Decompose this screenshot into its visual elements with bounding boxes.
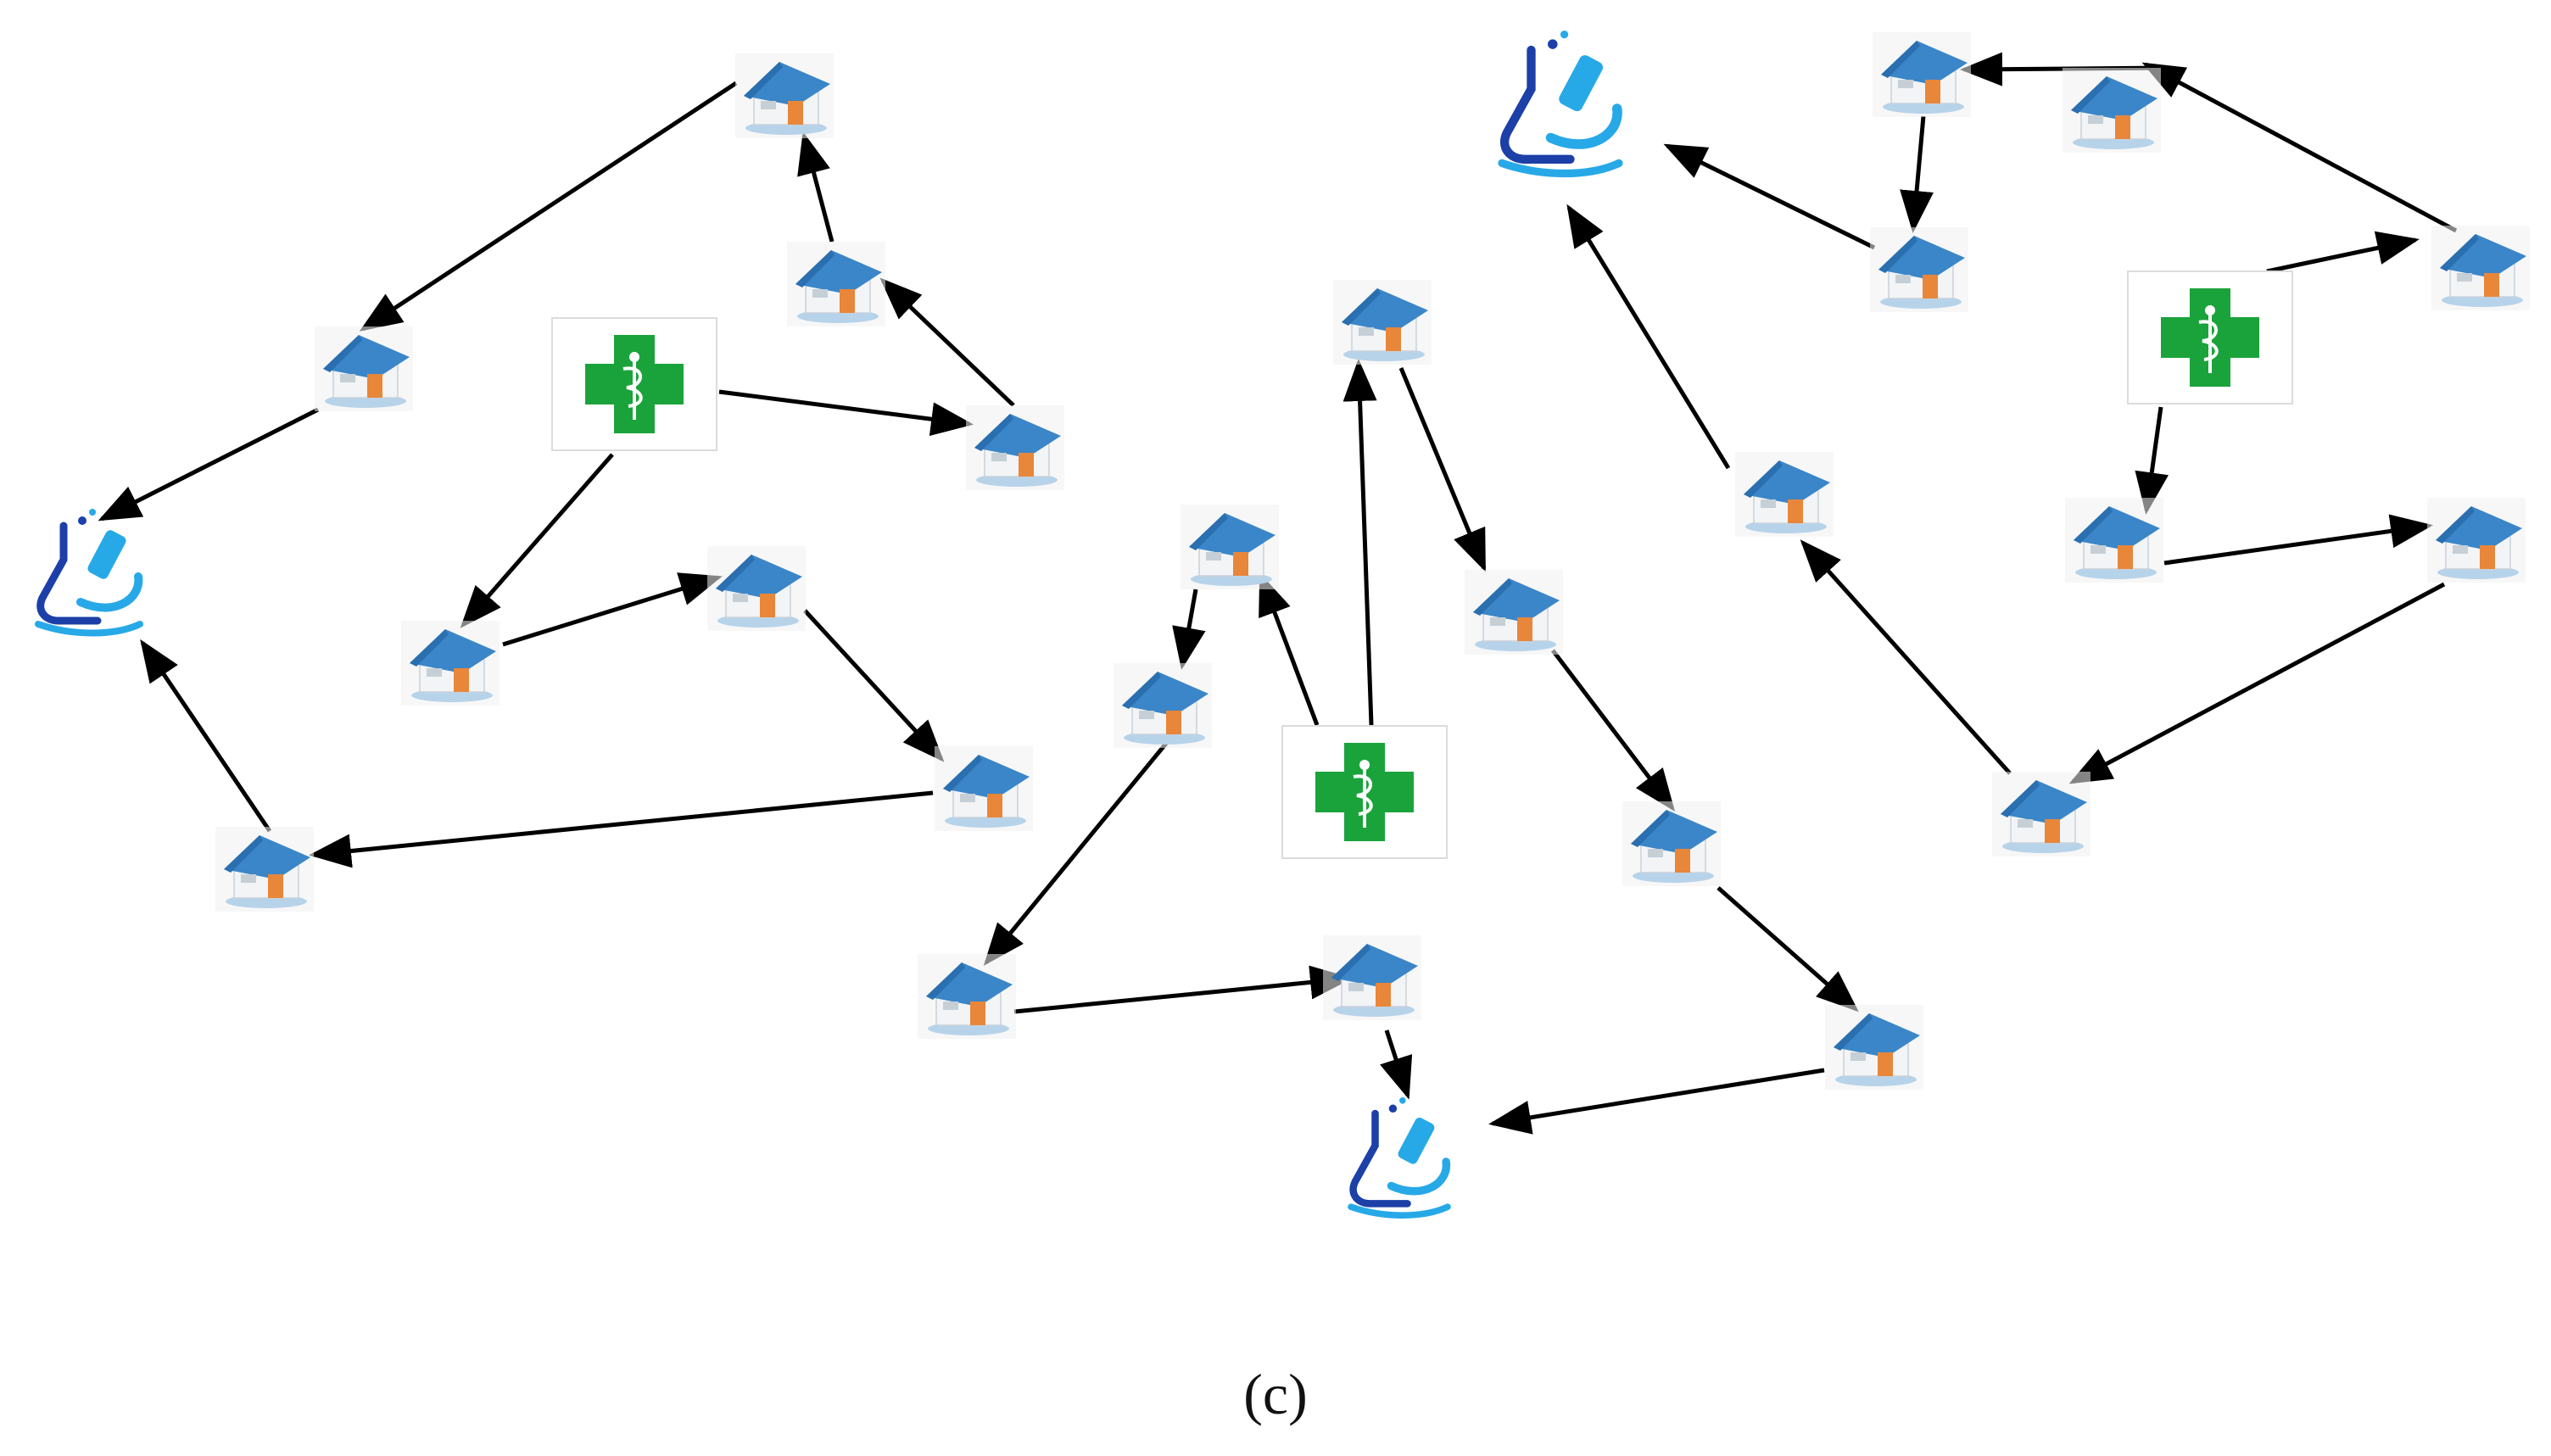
pharmacy-cross-icon [551, 317, 717, 451]
route-edge-3 [797, 131, 835, 243]
house-icon [2431, 226, 2530, 310]
route-edge-25 [2266, 231, 2420, 274]
house-icon [735, 53, 834, 138]
route-edge-7 [502, 572, 723, 647]
house-icon [1114, 663, 1212, 748]
route-edge-2 [98, 407, 320, 522]
nodes-layer [35, 31, 2530, 1219]
house-icon [1333, 280, 1432, 365]
pharmacy-cross-icon [1281, 725, 1448, 859]
house-icon [1735, 452, 1834, 537]
house-icon [2427, 498, 2526, 583]
house-icon [1870, 227, 1968, 312]
route-edge-18 [983, 739, 1170, 966]
route-edge-10 [140, 639, 272, 833]
pharmacy-cross-icon [2127, 271, 2293, 404]
route-edge-26 [2135, 406, 2169, 515]
route-edge-15 [1716, 886, 1859, 1013]
route-edge-30 [1566, 204, 1731, 470]
house-icon [215, 827, 314, 912]
laboratory-flask-icon [1498, 31, 1623, 178]
house-icon [707, 546, 806, 631]
house-icon [1622, 801, 1721, 886]
route-edge-29 [1800, 539, 2012, 775]
house-icon [2065, 498, 2163, 583]
route-edge-24 [2141, 62, 2458, 233]
house-icon [966, 405, 1064, 490]
house-icon [401, 621, 500, 706]
house-icon [2063, 68, 2161, 153]
route-edge-17 [1172, 589, 1206, 670]
house-icon [1323, 935, 1421, 1020]
house-icon [935, 746, 1033, 831]
route-edge-19 [1013, 965, 1353, 1014]
route-edge-27 [2163, 514, 2433, 566]
route-edge-21 [1663, 143, 1876, 250]
house-icon [787, 242, 885, 326]
laboratory-flask-icon [35, 509, 143, 637]
laboratory-flask-icon [1348, 1097, 1451, 1219]
route-edge-28 [2068, 582, 2446, 784]
route-edge-20 [1380, 1029, 1413, 1100]
figure-caption: (c) [1243, 1362, 1308, 1426]
route-edge-1 [359, 81, 738, 332]
route-edge-14 [1551, 649, 1676, 812]
route-edge-6 [718, 389, 974, 437]
route-edge-9 [309, 790, 934, 868]
house-icon [1181, 505, 1279, 589]
house-icon [315, 326, 413, 411]
route-edge-4 [879, 277, 1015, 407]
edges-layer [98, 52, 2458, 1135]
route-edge-11 [1342, 359, 1377, 726]
house-icon [1465, 570, 1563, 655]
house-icon [1873, 32, 1971, 117]
route-edge-16 [1488, 1068, 1825, 1135]
route-edge-13 [1398, 367, 1487, 572]
house-icon [918, 954, 1016, 1039]
route-edge-12 [1259, 572, 1320, 726]
route-edge-5 [460, 453, 614, 628]
house-icon [1825, 1005, 1923, 1090]
route-edge-22 [1900, 115, 1934, 233]
house-icon [1992, 772, 2090, 856]
route-edge-8 [803, 609, 945, 762]
